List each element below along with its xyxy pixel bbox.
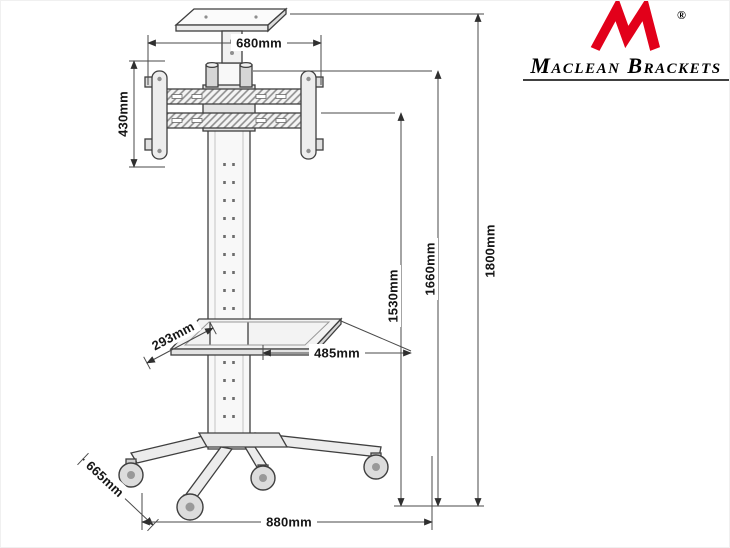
dim-label-680: 680mm	[236, 36, 282, 51]
dim-label-1800: 1800mm	[483, 224, 498, 277]
dim-mount-width-680: 680mm	[147, 34, 322, 85]
dim-total-height-1800: 1800mm	[290, 13, 498, 507]
dim-base-width-880: 880mm	[141, 456, 433, 530]
dim-label-485: 485mm	[314, 346, 360, 361]
dim-mount-top-height-1660: 1660mm	[253, 70, 442, 507]
mount-spacer-left	[205, 64, 219, 88]
caster-back	[250, 464, 276, 491]
dim-label-1530: 1530mm	[386, 269, 401, 322]
base-assembly	[118, 432, 389, 521]
dim-shelf-width-485: 485mm	[262, 320, 412, 361]
caster-front	[176, 493, 204, 521]
tv-trolley-drawing	[118, 7, 389, 521]
tv-mount-bracket	[144, 61, 324, 160]
dim-label-880: 880mm	[266, 515, 312, 530]
maclean-m-logo	[590, 1, 661, 51]
base-hub	[197, 432, 289, 448]
rail-slots	[171, 94, 287, 123]
base-leg-left	[129, 434, 215, 464]
dim-mount-height-430: 430mm	[114, 60, 165, 168]
brand-block: ® Maclean Brackets	[523, 1, 729, 81]
caster-right	[363, 452, 389, 480]
mount-side-bracket-right	[300, 70, 324, 160]
dimensions: 680mm 430mm 1530mm 1660mm	[77, 13, 498, 532]
brand-name: Maclean Brackets	[529, 53, 721, 78]
base-leg-front	[182, 446, 234, 502]
dim-label-1660: 1660mm	[423, 242, 438, 295]
caster-left	[118, 458, 144, 488]
dim-label-430: 430mm	[116, 91, 131, 137]
dim-base-depth-665: 665mm	[77, 452, 159, 532]
mount-spacer-right	[239, 64, 253, 88]
registered-trademark: ®	[677, 8, 686, 22]
dim-column-height-1530: 1530mm	[321, 112, 405, 507]
mount-side-bracket-left	[144, 70, 168, 160]
